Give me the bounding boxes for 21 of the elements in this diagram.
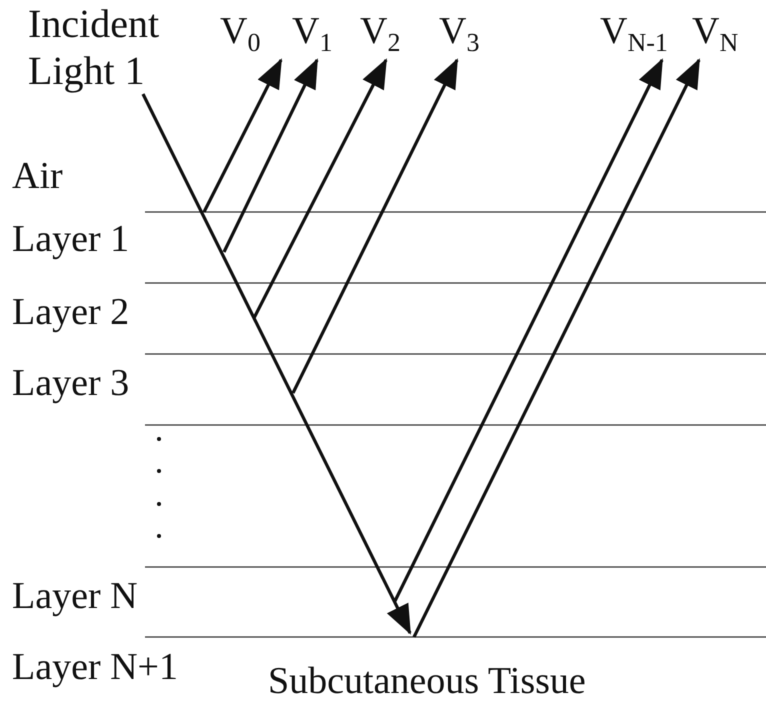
layer-label: Layer 2 — [12, 293, 130, 331]
reflected-ray-arrow — [202, 58, 282, 213]
layer-label: Subcutaneous Tissue — [268, 662, 586, 700]
reflected-ray-arrow — [292, 58, 458, 394]
reflected-signal-label: V$_{2}$ — [360, 12, 404, 60]
reflected-signal-label: V$_{1}$ — [292, 12, 336, 60]
reflected-ray-arrow — [412, 58, 700, 638]
reflected-signal-label: V$_{N-1}$ — [600, 12, 672, 60]
reflected-signal-label: V$_{N}$ — [692, 12, 744, 60]
layer-label: Layer N — [12, 577, 138, 615]
reflected-ray-arrow — [222, 58, 318, 253]
incident-ray-arrow — [142, 93, 412, 635]
reflected-signal-label: V$_{3}$ — [439, 12, 481, 60]
layer-label: Layer 3 — [12, 364, 130, 402]
reflected-signal-label: V$_{0}$ — [220, 12, 286, 60]
layer-label: Air — [12, 157, 63, 195]
reflected-ray-arrow — [252, 58, 388, 319]
incident-light-label: Incident Light 1 — [28, 0, 178, 94]
layer-label: Layer N+1 — [12, 648, 178, 686]
reflected-ray-arrow — [394, 58, 664, 602]
layer-label: Layer 1 — [12, 220, 130, 258]
